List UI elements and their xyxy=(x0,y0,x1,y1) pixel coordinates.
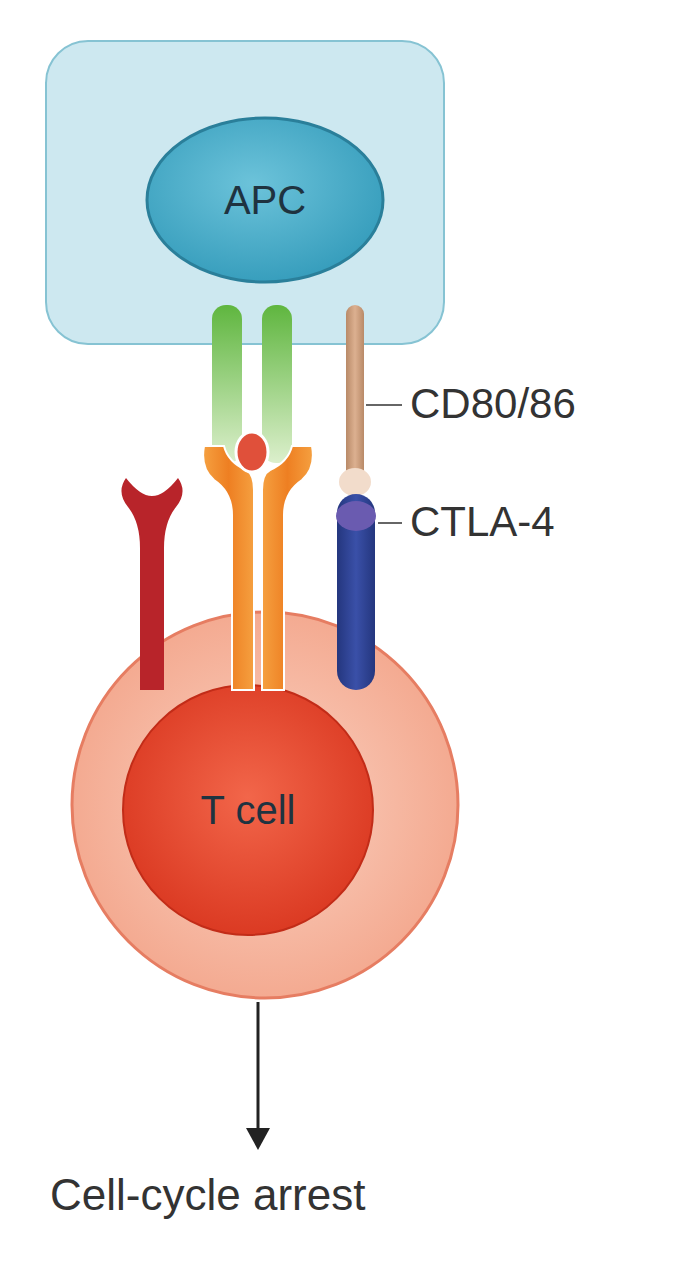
cd80-86-head xyxy=(339,468,371,496)
cell-label: APC xyxy=(147,176,383,224)
peptide xyxy=(236,432,268,472)
molecule-label: CTLA-4 xyxy=(410,498,555,546)
t-cell-membrane xyxy=(72,612,458,998)
leader-line xyxy=(366,404,402,406)
t-cell-nucleus xyxy=(123,685,373,935)
arrow-head xyxy=(246,1128,270,1150)
ctla-4-head xyxy=(336,501,376,531)
arrow-shaft xyxy=(257,1002,260,1132)
co-receptor xyxy=(121,478,182,690)
mhc-chain xyxy=(212,305,242,463)
leader-line xyxy=(378,522,402,524)
tcr-chain xyxy=(262,446,313,690)
outcome-label: Cell-cycle arrest xyxy=(50,1170,365,1221)
cd80-86-molecule xyxy=(346,305,364,483)
molecule-label: CD80/86 xyxy=(410,380,576,428)
tcr-chain xyxy=(203,446,254,690)
apc-cell: APC xyxy=(45,40,445,345)
cell-label: T cell xyxy=(123,786,373,834)
label-slot: Cell-cycle arrest xyxy=(50,1170,365,1221)
label-slot: CD80/86 xyxy=(410,380,576,428)
t-cell: T cell xyxy=(70,610,460,1000)
label-slot: CTLA-4 xyxy=(410,498,555,546)
apc-nucleus xyxy=(147,118,383,282)
ctla-4-molecule xyxy=(337,494,375,690)
mhc-chain xyxy=(262,305,292,463)
apc-membrane xyxy=(46,41,444,344)
